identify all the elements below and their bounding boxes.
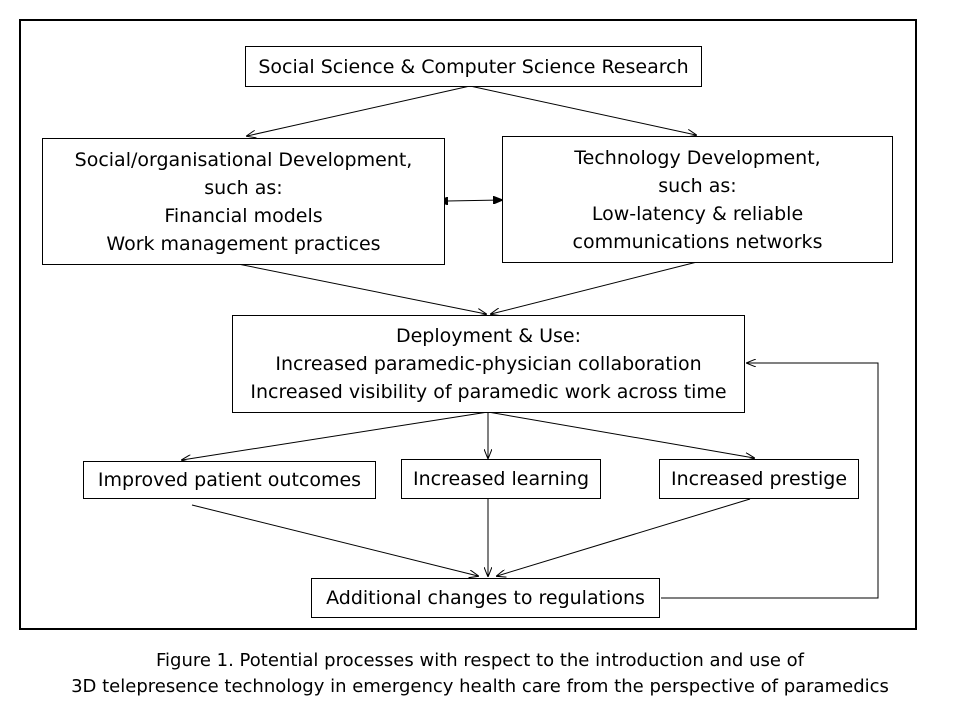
technology-development-line-3: Low-latency & reliable (591, 202, 804, 225)
arrow-tech-to-deployment (491, 261, 698, 314)
diagram-frame (19, 19, 917, 630)
prestige-box: Increased prestige (659, 459, 859, 499)
technology-development-line-4: communications networks (572, 230, 823, 253)
patient-outcomes-box: Improved patient outcomes (83, 461, 376, 499)
arrow-deployment-to-outcomes (182, 411, 489, 460)
arrow-social-tech-bidirectional (447, 200, 502, 201)
caption-line-2: 3D telepresence technology in emergency … (71, 676, 889, 697)
deployment-line-1: Deployment & Use: (395, 325, 581, 347)
technology-development-box: Technology Development, such as: Low-lat… (502, 136, 893, 263)
research-line-1: Social Science & Computer Science Resear… (258, 55, 689, 78)
social-development-line-2: such as: (204, 176, 283, 199)
technology-development-line-1: Technology Development, (574, 146, 821, 169)
caption-line-1: Figure 1. Potential processes with respe… (155, 650, 805, 671)
arrow-regulations-feedback-to-deployment (661, 363, 879, 599)
regulations-box: Additional changes to regulations (311, 578, 660, 618)
learning-label: Increased learning (412, 468, 590, 490)
patient-outcomes-label: Improved patient outcomes (97, 469, 362, 491)
arrow-social-to-deployment (237, 263, 486, 314)
social-development-box: Social/organisational Development, such … (42, 138, 445, 265)
social-development-line-1: Social/organisational Development, (74, 148, 413, 171)
prestige-label: Increased prestige (670, 468, 848, 490)
arrow-research-to-tech (469, 85, 696, 135)
regulations-label: Additional changes to regulations (326, 587, 645, 609)
research-box: Social Science & Computer Science Resear… (245, 46, 702, 87)
figure-caption: Figure 1. Potential processes with respe… (0, 648, 960, 700)
deployment-line-2: Increased paramedic-physician collaborat… (275, 353, 702, 375)
arrow-deployment-to-prestige (487, 411, 754, 458)
technology-development-line-2: such as: (658, 174, 737, 197)
arrow-outcomes-to-regulations (191, 504, 478, 576)
deployment-use-box: Deployment & Use: Increased paramedic-ph… (232, 315, 745, 413)
arrow-prestige-to-regulations (497, 498, 751, 576)
social-development-line-4: Work management practices (106, 232, 381, 255)
arrow-research-to-social (247, 85, 471, 136)
learning-box: Increased learning (401, 459, 601, 499)
social-development-line-3: Financial models (164, 204, 323, 227)
deployment-line-3: Increased visibility of paramedic work a… (250, 381, 727, 403)
